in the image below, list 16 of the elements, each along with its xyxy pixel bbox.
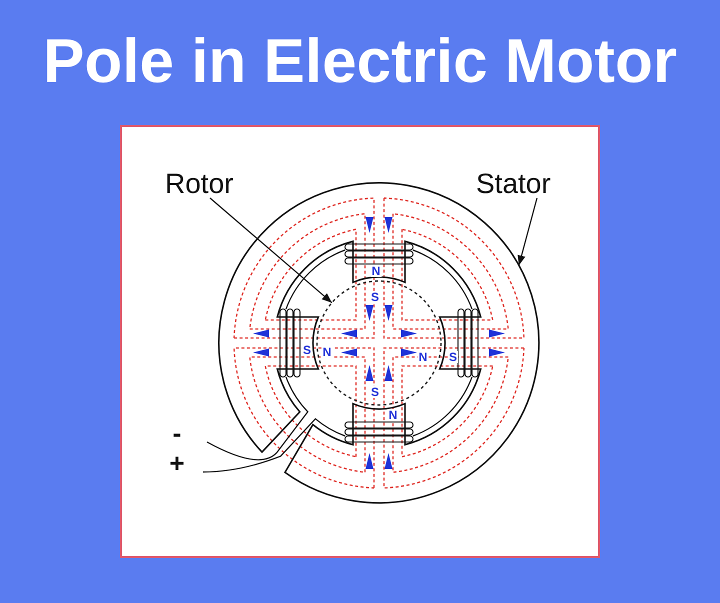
leader-line — [210, 198, 332, 304]
pole-letter: S — [448, 351, 458, 363]
part-label: Rotor — [165, 170, 234, 198]
leader-line — [518, 198, 538, 266]
polarity-sign: - — [172, 420, 182, 446]
pole-letter: S — [370, 291, 380, 303]
title: Pole in Electric Motor — [43, 31, 677, 93]
pole-letter: N — [418, 351, 428, 363]
rotor-circle — [316, 280, 442, 406]
pole-letter: S — [370, 386, 380, 398]
pole-letter: N — [388, 409, 398, 421]
polarity-sign: + — [169, 450, 185, 476]
pole-letter: N — [370, 265, 382, 277]
part-label: Stator — [476, 170, 551, 198]
pole-letter: N — [322, 346, 332, 358]
pole-letter: S — [302, 344, 312, 356]
